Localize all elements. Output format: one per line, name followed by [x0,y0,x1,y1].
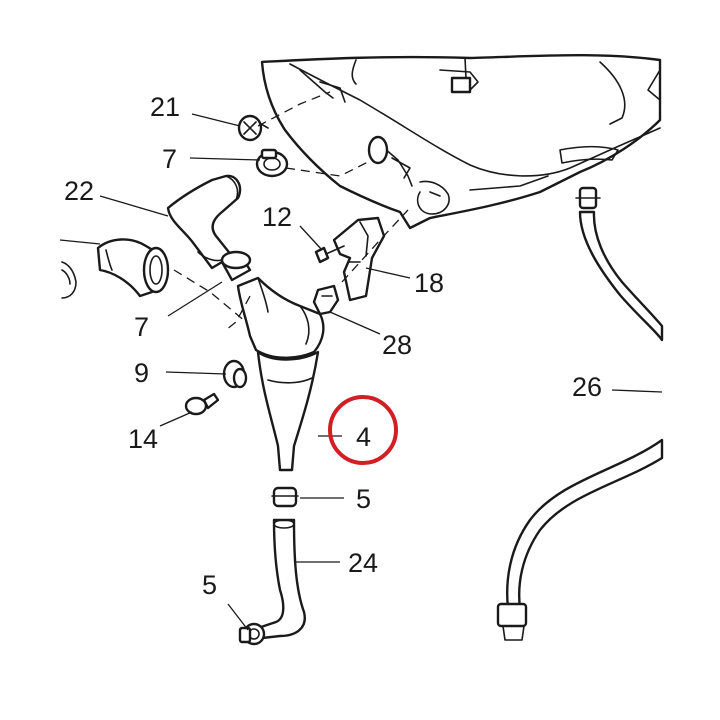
callout-5-upper: 5 [356,484,371,514]
callout-18: 18 [414,268,444,298]
callout-28: 28 [382,330,412,360]
callout-14: 14 [128,424,158,454]
bracket-18 [332,216,386,302]
callout-12: 12 [262,202,292,232]
hose-22 [166,174,242,270]
callout-22: 22 [64,176,94,206]
clip-7-upper [255,148,289,178]
callout-5-lower: 5 [202,570,217,600]
engine-block [260,54,662,230]
screw-14 [184,392,220,416]
left-elbow-hose [61,238,170,299]
grommet-9 [222,359,248,389]
assembly-lines [173,91,409,331]
callout-7-lower: 7 [134,312,149,342]
clip-28 [312,284,340,316]
callout-21: 21 [150,92,180,122]
leader-lines [59,113,663,631]
callout-7-upper: 7 [162,144,177,174]
oil-separator-4 [236,276,325,472]
clamp-5-upper [271,486,299,508]
clamp-5-lower [238,622,266,646]
hose-26 [496,186,664,641]
callout-labels: 21 7 22 12 18 7 28 9 26 14 4 5 24 5 [64,92,602,600]
cap-21 [237,114,269,142]
ring-7-lower [220,250,252,282]
callout-4: 4 [356,422,371,452]
callout-26: 26 [572,372,602,402]
highlight-circle [328,395,398,465]
callout-9: 9 [134,358,149,388]
callout-24: 24 [348,548,378,578]
hose-24 [256,518,306,640]
